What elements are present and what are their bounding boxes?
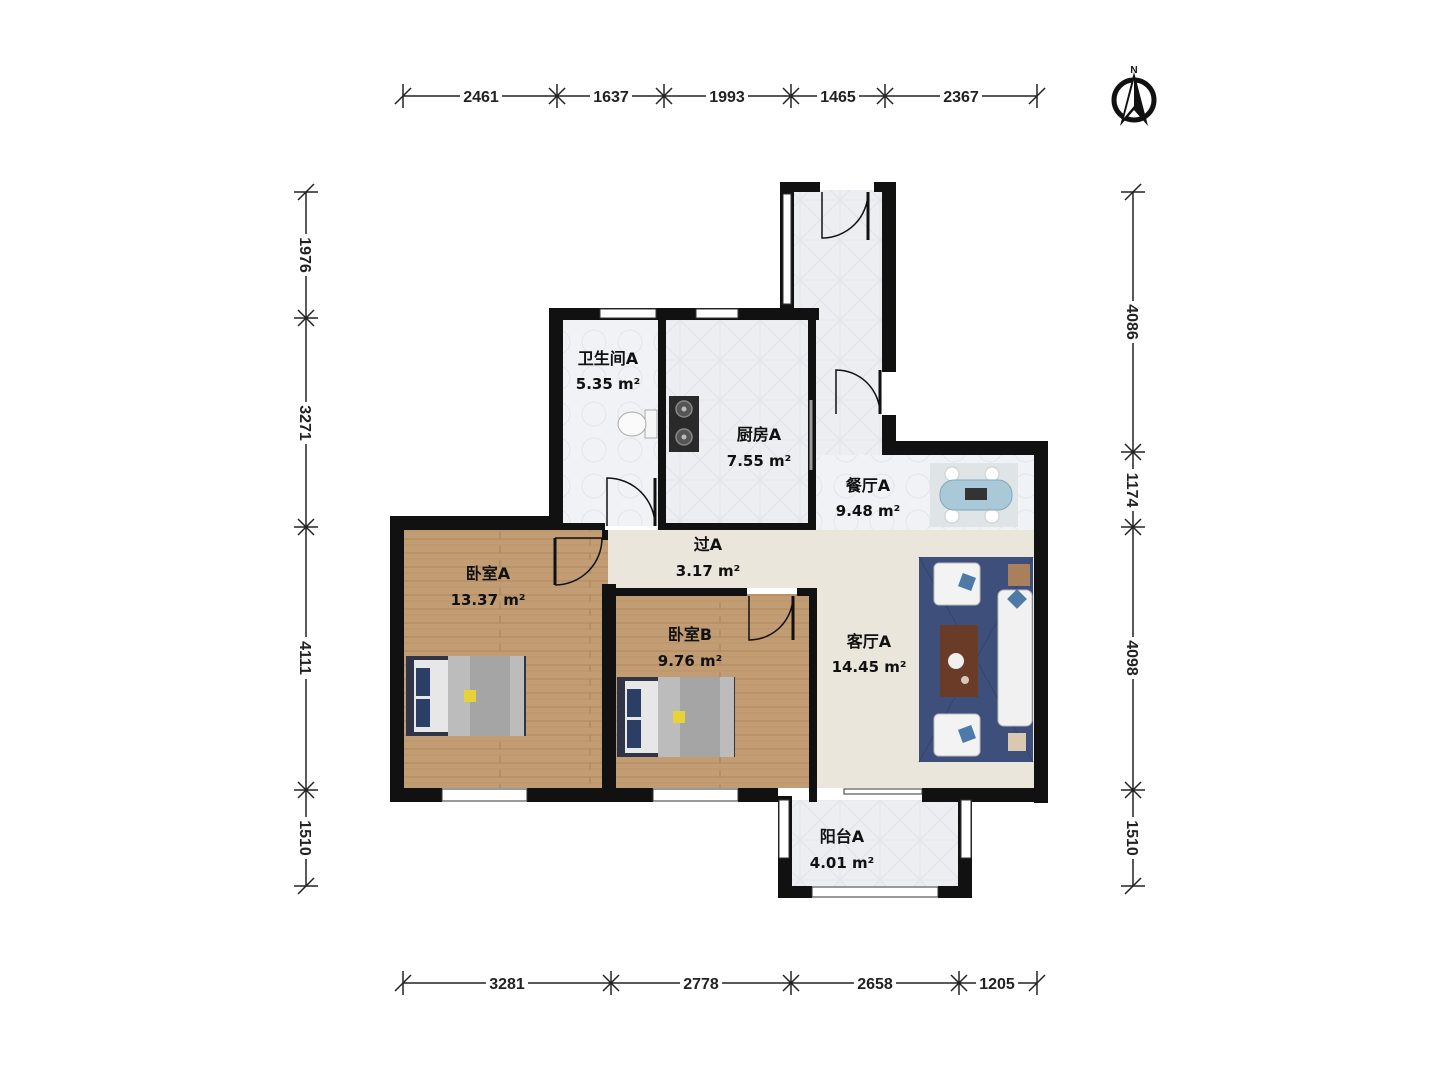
hallway-area: 3.17 m² [676,562,740,580]
top-dim-2: 1637 [593,89,629,106]
top-dim-3: 1993 [709,89,745,106]
toilet-icon [617,409,658,439]
right-dim-2: 1174 [1123,473,1140,508]
bed-a-icon [406,656,526,736]
left-dim-4: 1510 [296,820,313,856]
right-dim-1: 4086 [1123,304,1140,340]
dining-area: 9.48 m² [836,502,900,520]
top-dimension-line: 2461 1637 1993 1465 2367 [394,84,1046,108]
balcony-floor [792,800,962,886]
kitchen-name: 厨房A [737,425,782,444]
right-dim-4: 1510 [1123,820,1140,856]
right-dimension-line: 4086 1174 4098 1510 [1121,183,1145,895]
dining-name: 餐厅A [845,476,891,495]
left-dim-2: 3271 [296,405,313,441]
left-dim-3: 4111 [296,641,313,675]
top-dim-1: 2461 [463,89,499,106]
balcony-name: 阳台A [820,827,865,846]
bedroom-a-area: 13.37 m² [451,591,526,609]
bathroom-area: 5.35 m² [576,375,640,393]
stove-icon [669,396,699,452]
left-dimension-line: 1976 3271 4111 1510 [294,183,318,895]
top-dim-5: 2367 [943,89,979,106]
balcony-area: 4.01 m² [810,854,874,872]
bottom-dim-3: 2658 [857,976,893,993]
bedroom-a-name: 卧室A [466,564,511,583]
bottom-dimension-line: 3281 2778 2658 1205 [394,971,1046,995]
bottom-dim-1: 3281 [489,976,525,993]
doors [553,191,882,641]
hallway-name: 过A [694,535,723,554]
windows [441,193,972,898]
top-dim-4: 1465 [820,89,856,106]
living-area: 14.45 m² [832,658,907,676]
bedroom-b-name: 卧室B [668,625,712,644]
compass-label: N [1130,65,1137,76]
right-dim-3: 4098 [1123,640,1140,676]
bed-b-icon [617,677,735,757]
bottom-dim-4: 1205 [979,976,1015,993]
sofa-set-icon [918,556,1034,763]
bottom-dim-2: 2778 [683,976,719,993]
kitchen-area: 7.55 m² [727,452,791,470]
living-name: 客厅A [847,632,892,651]
dining-table-icon [930,463,1018,527]
north-compass-icon: N [1111,65,1157,126]
left-dim-1: 1976 [296,237,313,273]
bedroom-b-area: 9.76 m² [658,652,722,670]
bathroom-name: 卫生间A [578,349,639,368]
